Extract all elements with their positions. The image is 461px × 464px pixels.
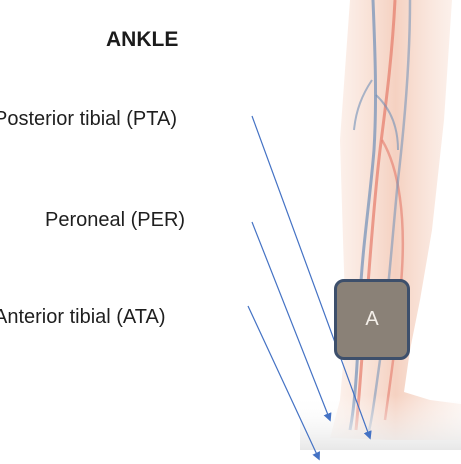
diagram-title: ANKLE — [106, 28, 178, 52]
region-badge: A — [334, 279, 410, 360]
arrow-per — [252, 222, 330, 420]
arrow-ata — [248, 306, 319, 459]
label-anterior-tibial: Anterior tibial (ATA) — [0, 306, 166, 329]
label-posterior-tibial: Posterior tibial (PTA) — [0, 108, 177, 131]
leg-anatomy-illustration — [300, 0, 461, 450]
label-peroneal: Peroneal (PER) — [45, 209, 185, 232]
